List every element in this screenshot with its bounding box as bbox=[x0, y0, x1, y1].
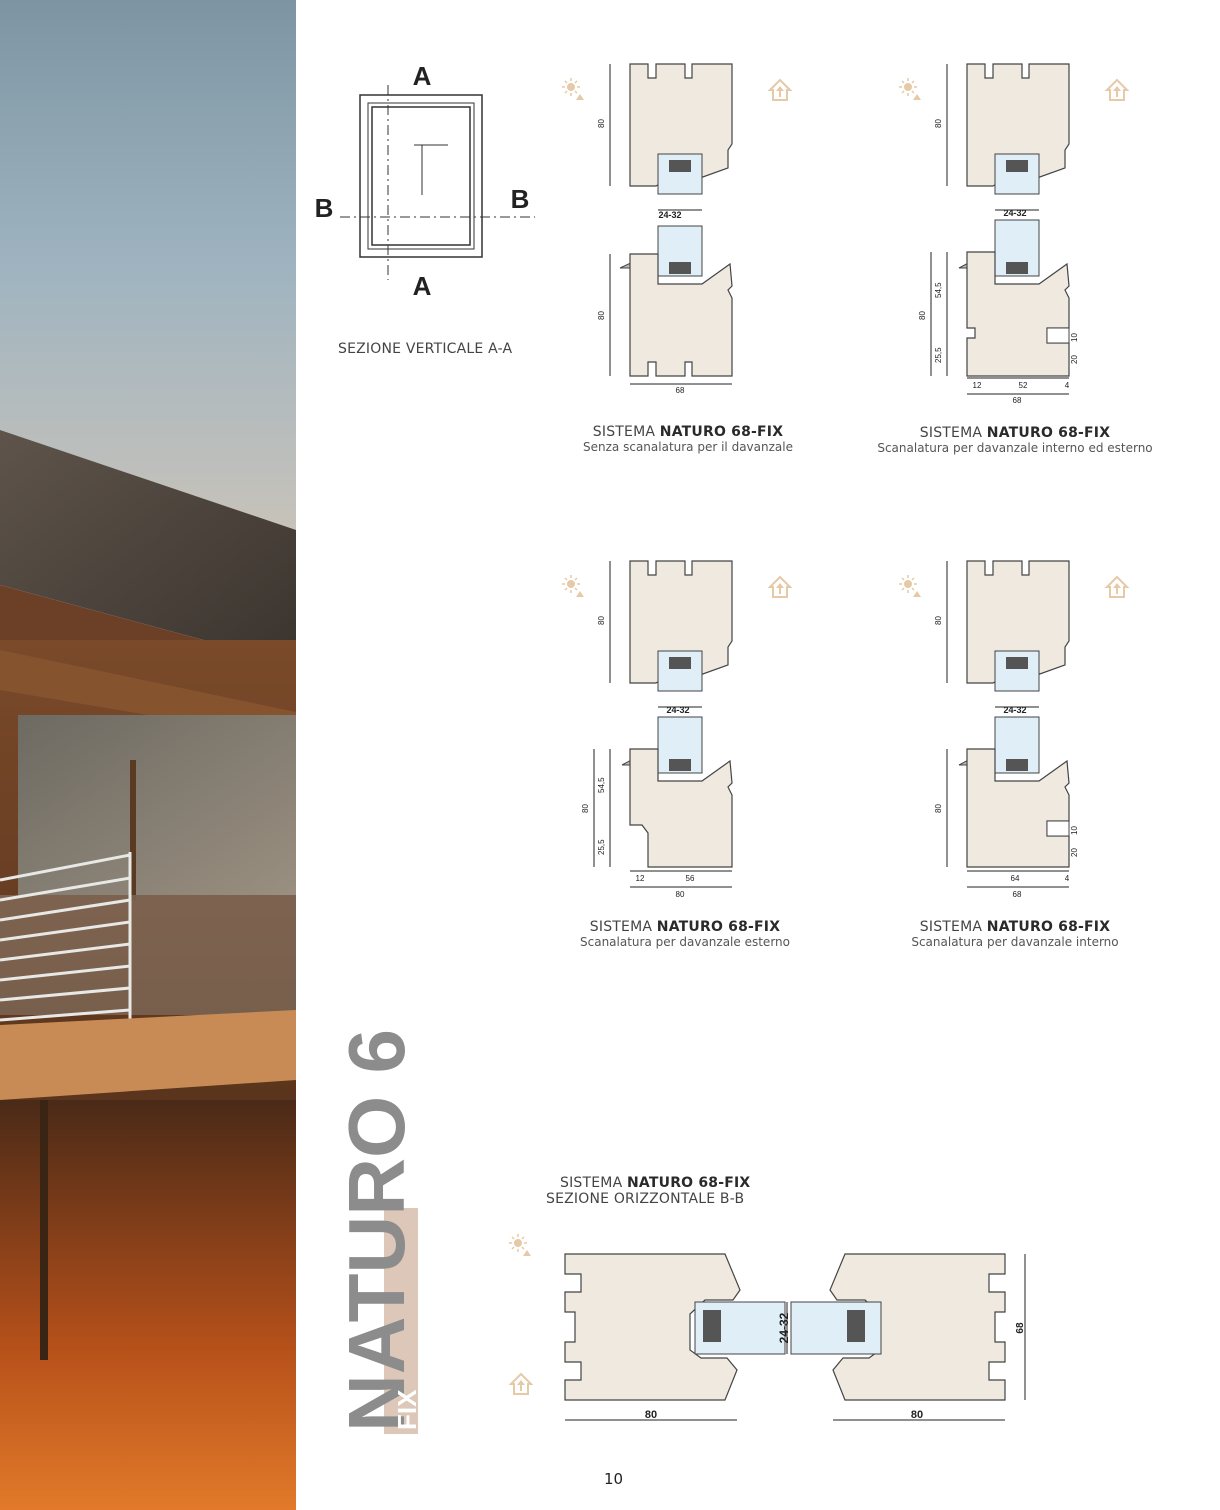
section-caption-3: SISTEMA NATURO 68-FIX Scanalatura per da… bbox=[580, 919, 790, 949]
horizontal-section-drawing: 24-32 68 80 80 bbox=[505, 1230, 1045, 1434]
svg-text:80: 80 bbox=[934, 119, 943, 128]
building-photo bbox=[0, 0, 296, 1510]
label-b-right: B bbox=[511, 184, 530, 214]
svg-text:12: 12 bbox=[636, 874, 645, 883]
title-main: NATURO 68 bbox=[332, 1028, 420, 1432]
page-number: 10 bbox=[604, 1470, 624, 1488]
svg-text:80: 80 bbox=[597, 311, 606, 320]
svg-text:68: 68 bbox=[1013, 396, 1022, 405]
svg-text:80: 80 bbox=[676, 890, 685, 899]
house-icon bbox=[1106, 79, 1128, 101]
svg-text:25,5: 25,5 bbox=[597, 839, 606, 855]
window-section-sketch: A A B B bbox=[315, 61, 535, 301]
section-drawing-2: 24-32 80 80 54,5 25,5 10 20 12 52 4 68 bbox=[897, 58, 1137, 412]
section-caption-1: SISTEMA NATURO 68-FIX Senza scanalatura … bbox=[583, 424, 793, 454]
sun-icon bbox=[508, 1233, 532, 1257]
svg-text:12: 12 bbox=[973, 381, 982, 390]
svg-text:80: 80 bbox=[597, 616, 606, 625]
svg-text:24-32: 24-32 bbox=[777, 1312, 791, 1343]
svg-text:80: 80 bbox=[934, 804, 943, 813]
svg-text:25,5: 25,5 bbox=[934, 347, 943, 363]
svg-text:54,5: 54,5 bbox=[597, 777, 606, 793]
sun-icon bbox=[561, 574, 585, 598]
section-caption-4: SISTEMA NATURO 68-FIX Scanalatura per da… bbox=[911, 919, 1119, 949]
svg-text:80: 80 bbox=[911, 1409, 923, 1421]
svg-text:64: 64 bbox=[1011, 874, 1020, 883]
svg-text:24-32: 24-32 bbox=[1003, 208, 1026, 218]
svg-text:80: 80 bbox=[934, 616, 943, 625]
section-drawing-4: 24-32 80 80 10 20 64 4 68 bbox=[897, 555, 1137, 909]
section-drawing-1: 24-32 80 80 68 bbox=[560, 58, 800, 402]
svg-text:80: 80 bbox=[645, 1409, 657, 1421]
house-icon bbox=[1106, 576, 1128, 598]
svg-text:4: 4 bbox=[1065, 874, 1070, 883]
svg-text:4: 4 bbox=[1065, 381, 1070, 390]
horizontal-caption: SISTEMA NATURO 68-FIX SEZIONE ORIZZONTAL… bbox=[546, 1175, 751, 1207]
label-a-top: A bbox=[413, 61, 432, 91]
svg-text:10: 10 bbox=[1070, 333, 1079, 342]
svg-text:68: 68 bbox=[1015, 1322, 1026, 1334]
product-title: NATURO 68 FIX bbox=[330, 985, 422, 1438]
svg-text:68: 68 bbox=[676, 386, 685, 395]
svg-text:80: 80 bbox=[581, 804, 590, 813]
svg-text:24-32: 24-32 bbox=[658, 210, 681, 220]
sketch-caption: SEZIONE VERTICALE A-A bbox=[338, 341, 513, 357]
label-b-left: B bbox=[315, 193, 334, 223]
title-sub: FIX bbox=[392, 1389, 420, 1430]
svg-text:20: 20 bbox=[1070, 848, 1079, 857]
svg-text:56: 56 bbox=[686, 874, 695, 883]
svg-text:24-32: 24-32 bbox=[1003, 705, 1026, 715]
sun-icon bbox=[561, 77, 585, 101]
svg-text:54,5: 54,5 bbox=[934, 282, 943, 298]
svg-text:10: 10 bbox=[1070, 826, 1079, 835]
house-icon bbox=[769, 576, 791, 598]
house-icon bbox=[510, 1373, 532, 1395]
svg-text:20: 20 bbox=[1070, 355, 1079, 364]
svg-text:80: 80 bbox=[918, 311, 927, 320]
house-icon bbox=[769, 79, 791, 101]
svg-text:68: 68 bbox=[1013, 890, 1022, 899]
section-drawing-3: 24-32 80 80 54,5 25,5 12 56 80 bbox=[560, 555, 800, 909]
label-a-bottom: A bbox=[413, 271, 432, 301]
svg-text:80: 80 bbox=[597, 119, 606, 128]
sun-icon bbox=[898, 574, 922, 598]
svg-text:52: 52 bbox=[1019, 381, 1028, 390]
sun-icon bbox=[898, 77, 922, 101]
section-caption-2: SISTEMA NATURO 68-FIX Scanalatura per da… bbox=[877, 425, 1153, 455]
svg-text:24-32: 24-32 bbox=[666, 705, 689, 715]
